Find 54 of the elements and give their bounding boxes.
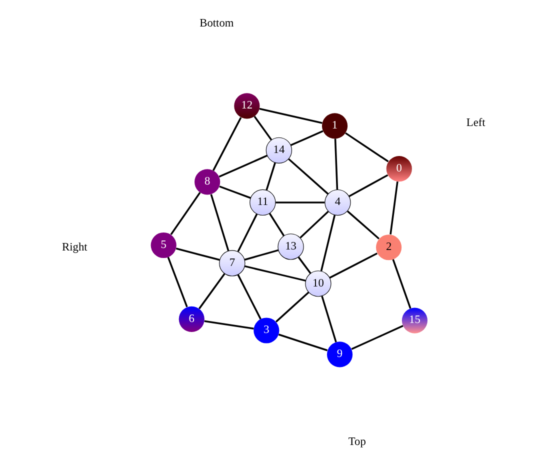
label: Right <box>62 242 88 254</box>
connector <box>237 274 262 320</box>
node-circle: 8 <box>194 169 220 195</box>
node-circle: 15 <box>402 308 428 334</box>
connector <box>237 214 258 252</box>
connector <box>348 174 388 198</box>
connector <box>278 334 328 352</box>
connector <box>345 132 389 162</box>
node-circle: 9 <box>326 342 353 368</box>
connector <box>268 212 285 236</box>
connector <box>198 273 226 310</box>
connector <box>170 192 201 236</box>
connector <box>390 181 398 235</box>
connector <box>334 138 338 190</box>
connector <box>392 259 412 309</box>
connector <box>204 320 254 330</box>
connector <box>320 214 336 272</box>
label: Bottom <box>200 18 234 30</box>
connector <box>351 325 404 350</box>
connector <box>276 202 325 204</box>
connector <box>212 117 242 171</box>
node-circle: 14 <box>266 137 292 164</box>
node-circle: 12 <box>234 93 260 119</box>
connector <box>288 158 329 195</box>
label: Top <box>348 436 366 448</box>
connector <box>266 162 276 190</box>
connector <box>300 210 329 238</box>
node-circle: 7 <box>219 250 246 276</box>
node-circle: 1 <box>322 113 348 139</box>
connector <box>244 249 279 261</box>
node-circle: 11 <box>250 189 276 216</box>
connector <box>176 248 220 261</box>
connector <box>210 194 230 252</box>
connector <box>321 296 337 342</box>
connector <box>244 265 306 282</box>
connector <box>219 186 251 199</box>
node-circle: 10 <box>305 270 332 297</box>
connector <box>275 292 310 322</box>
node-circle: 6 <box>178 306 204 332</box>
node-circle: 3 <box>254 318 280 344</box>
label: Left <box>466 116 486 129</box>
connector <box>329 252 378 279</box>
node-circle: 4 <box>324 189 351 216</box>
connector <box>290 130 324 146</box>
node-circle: 13 <box>278 234 304 260</box>
connector <box>259 108 322 124</box>
connector <box>298 256 312 274</box>
node-circle: 2 <box>376 234 402 260</box>
node-circle: 0 <box>386 156 412 182</box>
node-circle: 5 <box>150 232 176 258</box>
connector <box>167 256 188 308</box>
connector <box>218 154 268 178</box>
connector <box>254 116 272 140</box>
connector <box>346 210 380 240</box>
